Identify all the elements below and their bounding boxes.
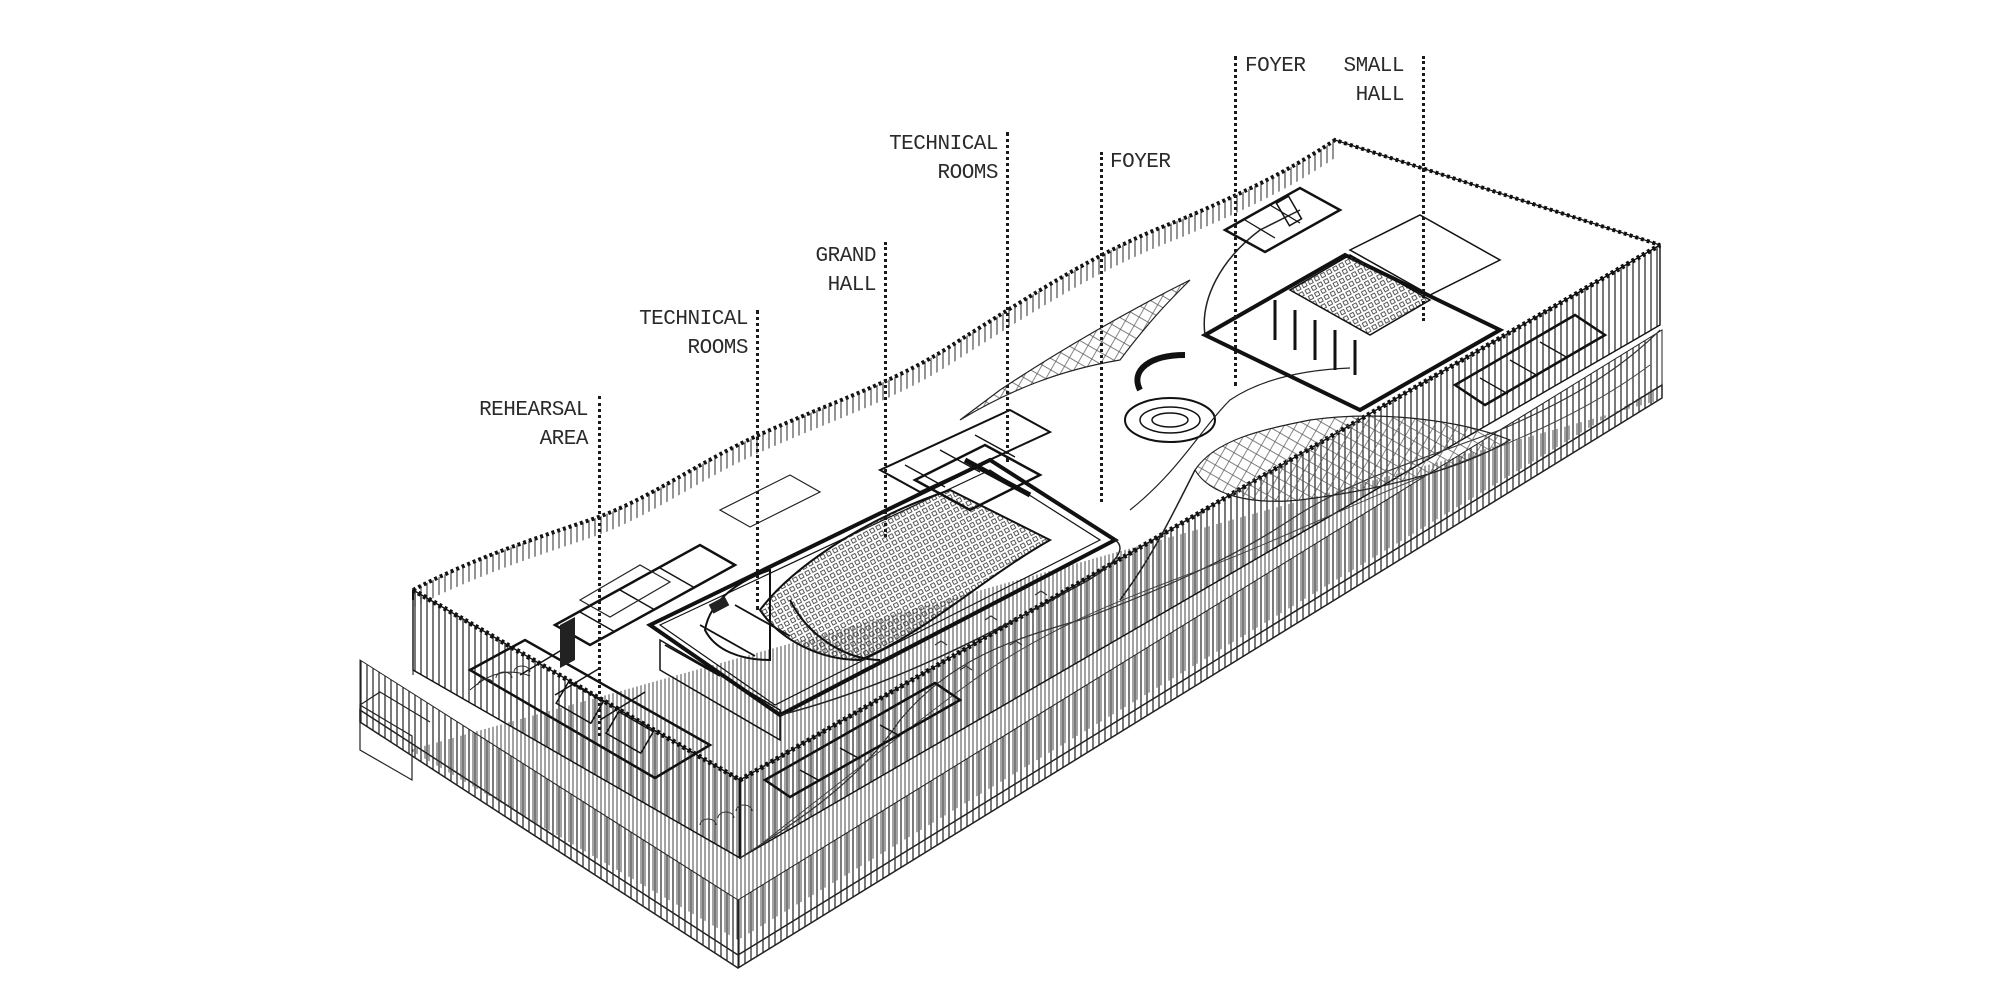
- label-rehearsal-area: REHEARSAL AREA: [479, 396, 588, 454]
- label-small-hall: SMALL HALL: [1343, 52, 1404, 110]
- leader-line-small-hall: [1422, 56, 1425, 321]
- label-small-hall-line1: SMALL: [1343, 55, 1404, 78]
- leader-line-technical-rooms-1: [756, 310, 759, 610]
- label-rehearsal-area-line1: REHEARSAL: [479, 399, 588, 422]
- leader-line-rehearsal-area: [598, 396, 601, 736]
- grand-hall-block: [646, 443, 1121, 742]
- label-technical-rooms-1-line2: ROOMS: [687, 337, 748, 360]
- label-foyer-1: FOYER: [1110, 148, 1171, 177]
- label-small-hall-line2: HALL: [1355, 84, 1405, 107]
- facade-top-edge: [412, 139, 1661, 600]
- leader-line-grand-hall: [884, 242, 887, 537]
- technical-rooms-block-center: [718, 408, 1053, 528]
- leader-line-foyer-1: [1100, 152, 1103, 502]
- label-grand-hall: GRAND HALL: [815, 242, 876, 300]
- small-hall-block: [1200, 186, 1608, 413]
- label-technical-rooms-2: TECHNICAL ROOMS: [889, 130, 998, 188]
- label-grand-hall-line2: HALL: [827, 274, 877, 297]
- label-technical-rooms-2-line2: ROOMS: [937, 162, 998, 185]
- label-rehearsal-area-line2: AREA: [539, 428, 589, 451]
- leader-line-technical-rooms-2: [1006, 132, 1009, 462]
- label-technical-rooms-1: TECHNICAL ROOMS: [639, 305, 748, 363]
- foyer-central: [959, 279, 1512, 601]
- label-foyer-2-line1: FOYER: [1245, 55, 1306, 78]
- label-foyer-2: FOYER: [1245, 52, 1306, 81]
- label-foyer-1-line1: FOYER: [1110, 151, 1171, 174]
- technical-rooms-block-left: [552, 543, 738, 668]
- label-technical-rooms-1-line1: TECHNICAL: [639, 308, 748, 331]
- leader-line-foyer-2: [1234, 56, 1237, 386]
- label-technical-rooms-2-line1: TECHNICAL: [889, 133, 998, 156]
- label-grand-hall-line1: GRAND: [815, 245, 876, 268]
- rehearsal-area-block: [467, 638, 963, 826]
